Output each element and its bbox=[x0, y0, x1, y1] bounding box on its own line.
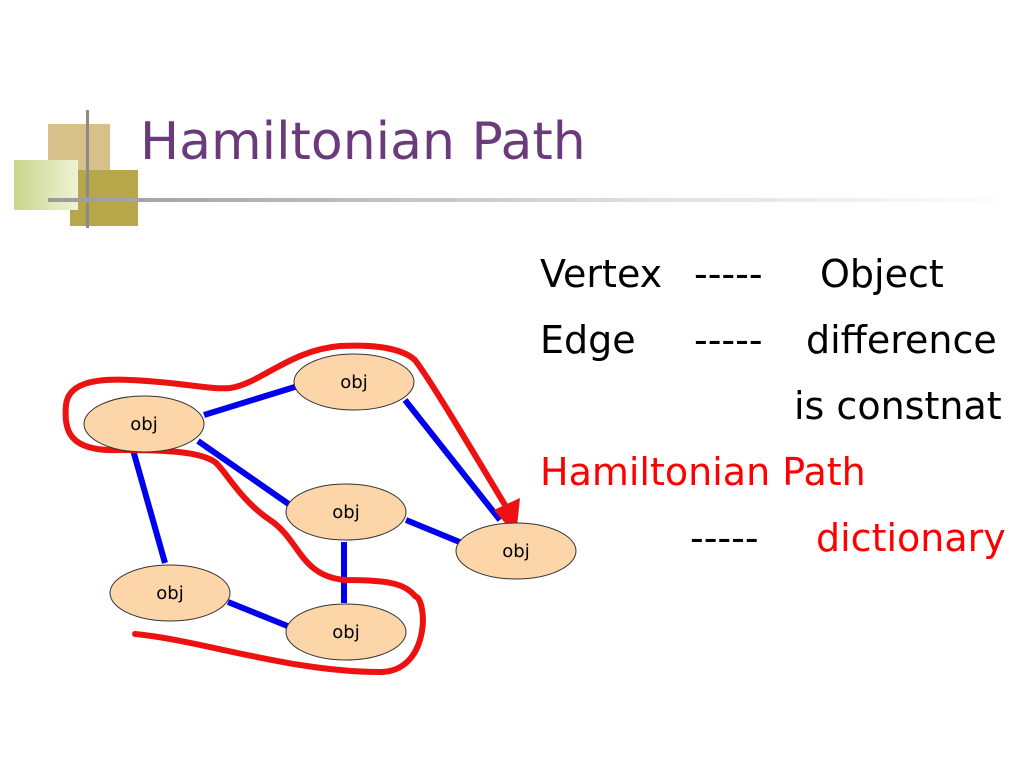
line-hamiltonian-path: Hamiltonian Path bbox=[540, 450, 866, 494]
slide-title: Hamiltonian Path bbox=[140, 112, 586, 172]
line-dict-dashes: ----- bbox=[690, 516, 759, 560]
edge-n1-n3 bbox=[196, 438, 292, 508]
node-6: obj bbox=[285, 603, 407, 661]
line-edge-dashes: ----- bbox=[694, 318, 763, 362]
node-1-label: obj bbox=[130, 414, 157, 435]
node-5-shape bbox=[109, 564, 231, 622]
line-edge-difference: difference bbox=[806, 318, 997, 362]
line-vertex-label: Vertex bbox=[540, 252, 663, 296]
node-2-label: obj bbox=[340, 372, 367, 393]
line-vertex-dashes: ----- bbox=[694, 252, 763, 296]
line-dictionary: dictionary bbox=[816, 516, 1006, 560]
node-1-shape bbox=[83, 395, 205, 453]
decor-vertical-line bbox=[86, 110, 89, 228]
edge-n3-n4 bbox=[404, 517, 464, 546]
edge-n2-n4 bbox=[402, 398, 503, 522]
edge-n1-n2 bbox=[203, 383, 299, 418]
node-4: obj bbox=[455, 522, 577, 580]
line-vertex-object: Object bbox=[820, 252, 944, 296]
edge-n5-n6 bbox=[226, 599, 292, 630]
node-2-shape bbox=[293, 353, 415, 411]
node-5: obj bbox=[109, 564, 231, 622]
title-rule bbox=[48, 198, 1024, 202]
line-edge-label: Edge bbox=[540, 318, 636, 362]
node-6-label: obj bbox=[332, 622, 359, 643]
node-3: obj bbox=[285, 483, 407, 541]
line-is-constnat: is constnat bbox=[794, 384, 1002, 428]
node-5-label: obj bbox=[156, 583, 183, 604]
node-4-label: obj bbox=[502, 541, 529, 562]
node-2: obj bbox=[293, 353, 415, 411]
node-4-shape bbox=[455, 522, 577, 580]
node-3-shape bbox=[285, 483, 407, 541]
node-3-label: obj bbox=[332, 502, 359, 523]
edge-n1-n5 bbox=[130, 449, 168, 564]
node-6-shape bbox=[285, 603, 407, 661]
graph-edges bbox=[130, 383, 503, 630]
node-1: obj bbox=[83, 395, 205, 453]
